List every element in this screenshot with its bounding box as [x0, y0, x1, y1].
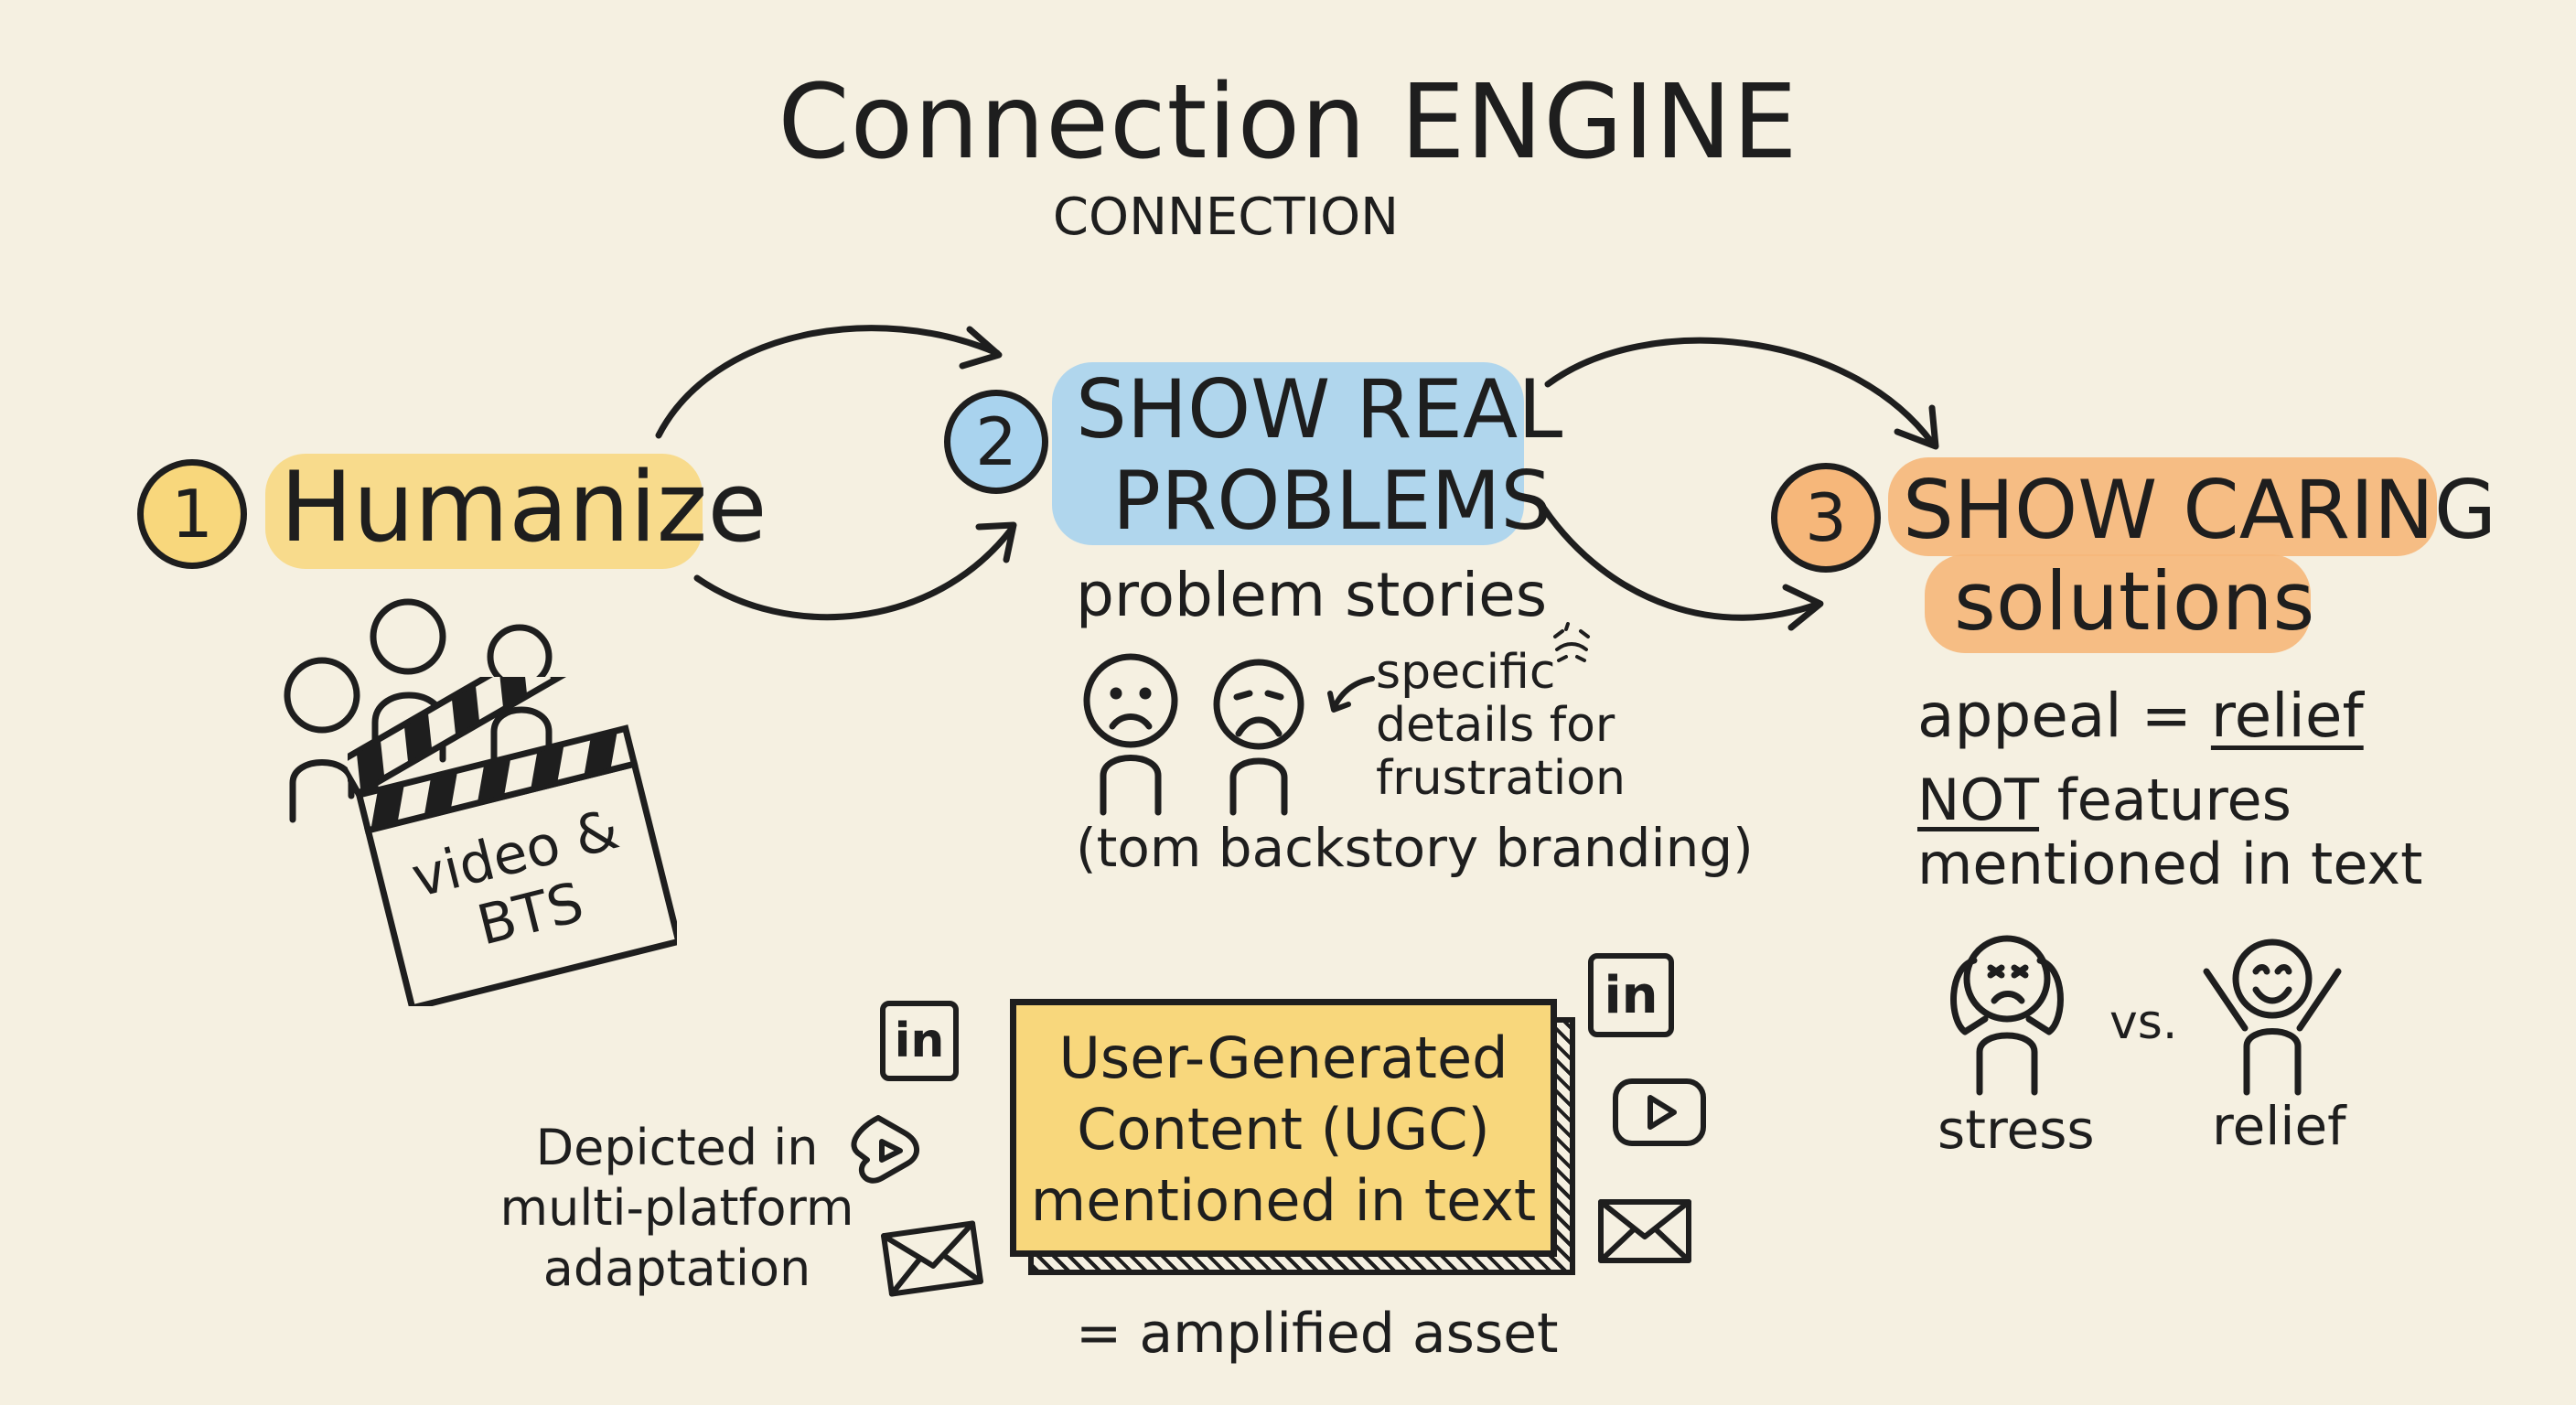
arrow-2-to-3-bottom — [1540, 505, 1822, 621]
step2-number: 2 — [944, 390, 1048, 494]
amplified-asset-text: = amplified asset — [1076, 1302, 1559, 1366]
problem-stories-caption: problem stories — [1076, 560, 1548, 630]
step3-highlight — [1888, 457, 2437, 556]
arrow-1-to-2-top — [655, 325, 1001, 439]
page-subtitle: CONNECTION — [1052, 188, 1400, 247]
step3-label-line1: SHOW CARING — [1903, 463, 2497, 557]
email-icon — [1598, 1199, 1691, 1263]
vs-label: vs. — [2109, 995, 2178, 1050]
step2-highlight — [1052, 362, 1524, 545]
youtube-icon — [1613, 1078, 1706, 1146]
step2-label-line1: SHOW REAL — [1076, 362, 1563, 456]
step3-number-text: 3 — [1805, 479, 1847, 556]
pointer-arrow-icon — [1327, 676, 1375, 713]
happy-person-icon — [2203, 938, 2342, 1096]
step1-label: Humanize — [280, 451, 767, 563]
clapperboard-icon: video & BTS — [348, 677, 677, 1006]
ugc-box — [1010, 999, 1557, 1257]
step2-label-line2: PROBLEMS — [1112, 454, 1552, 548]
appeal-prefix: appeal = — [1917, 681, 2211, 751]
arrow-2-to-3-bottom-head — [1782, 584, 1824, 631]
email-icon — [881, 1220, 983, 1297]
linkedin-icon: in — [880, 1001, 959, 1081]
step3-number: 3 — [1771, 463, 1881, 573]
features-rest: features — [2039, 767, 2292, 833]
step2-number-text: 2 — [975, 403, 1017, 480]
arrow-1-to-2-top-head — [959, 326, 1003, 370]
stress-label: stress — [1937, 1099, 2095, 1161]
linkedin-icon: in — [1588, 953, 1674, 1037]
ugc-box-text: User-Generated Content (UGC) mentioned i… — [1030, 1024, 1537, 1234]
arrow-1-to-2-bottom-head — [975, 521, 1017, 563]
sad-face-icon — [1083, 653, 1178, 816]
step1-highlight — [265, 454, 703, 569]
arrow-2-to-3-top-head — [1894, 404, 1939, 450]
arrow-2-to-3-top — [1544, 337, 1936, 446]
appeal-relief-word: relief — [2210, 681, 2364, 751]
angry-emoji-icon — [1553, 622, 1590, 662]
stressed-person-icon — [1950, 935, 2064, 1096]
page-title: Connection ENGINE — [778, 63, 1798, 182]
appeal-line: appeal = relief — [1917, 686, 2364, 746]
features-line: NOT features — [1917, 772, 2292, 829]
not-word: NOT — [1917, 767, 2040, 833]
youtube-shorts-icon — [851, 1115, 919, 1184]
arrow-1-to-2-bottom — [693, 525, 1015, 621]
step3-label-line2: solutions — [1954, 554, 2315, 649]
step1-number-text: 1 — [171, 476, 213, 552]
linkedin-text: in — [1604, 965, 1658, 1025]
linkedin-text: in — [894, 1014, 945, 1068]
specific-details-note: specific details for frustration — [1376, 645, 1626, 806]
relief-label: relief — [2212, 1095, 2346, 1157]
people-icon — [284, 598, 553, 823]
step1-number: 1 — [137, 459, 247, 569]
frustrated-face-icon — [1213, 659, 1304, 816]
backstory-text: (tom backstory branding) — [1076, 817, 1754, 879]
step3-highlight-2 — [1925, 554, 2311, 653]
mentioned-line: mentioned in text — [1917, 831, 2423, 897]
depicted-text: Depicted in multi-platform adaptation — [499, 1119, 854, 1297]
